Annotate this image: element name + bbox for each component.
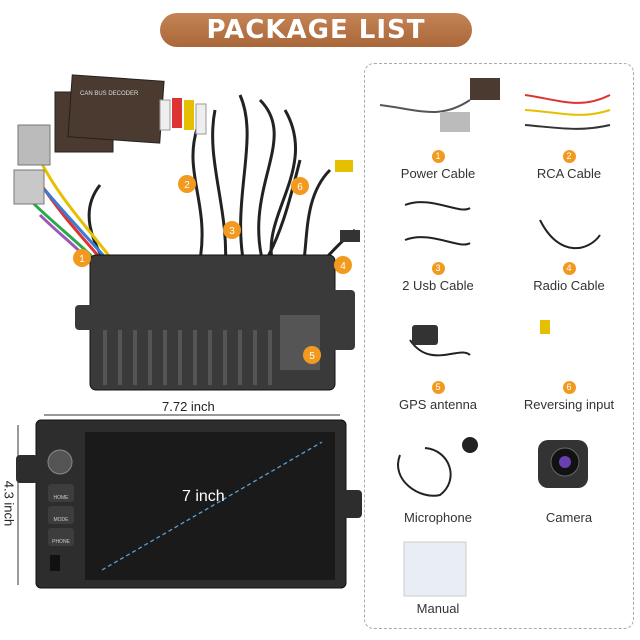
item-power-cable: 1 Power Cable: [373, 150, 503, 181]
screen-size-label: 7 inch: [182, 488, 225, 505]
item-microphone: Microphone: [373, 507, 503, 525]
callout-1: 1: [79, 254, 85, 265]
item-manual: Manual: [373, 598, 503, 616]
item-number: 1: [431, 150, 445, 163]
package-list-panel: [364, 63, 634, 629]
diagonal-dimension-line: [101, 441, 323, 571]
home-button-label: HOME: [54, 495, 70, 501]
item-camera: Camera: [504, 507, 634, 525]
mode-button-label: MODE: [54, 517, 70, 523]
item-label: RCA Cable: [536, 166, 602, 181]
item-number: 2: [562, 150, 576, 163]
callout-4: 4: [340, 261, 346, 272]
item-label: GPS antenna: [398, 397, 478, 412]
item-label: Radio Cable: [533, 278, 605, 293]
package-list-banner: PACKAGE LIST: [160, 13, 472, 47]
callout-5: 5: [309, 351, 315, 362]
item-label: Reversing input: [523, 397, 615, 412]
item-radio-cable: 4 Radio Cable: [504, 262, 634, 293]
rca-plugs: [159, 98, 360, 242]
phone-button-label: PHONE: [52, 539, 70, 545]
callout-6: 6: [297, 182, 303, 193]
height-dimension-label: 4.3 inch: [1, 480, 17, 527]
width-dimension-label: 7.72 inch: [162, 399, 215, 414]
item-label: Manual: [416, 601, 460, 616]
item-number: 5: [431, 381, 445, 394]
item-pictures: [379, 78, 611, 597]
callout-3: 3: [229, 226, 235, 237]
item-rca-cable: 2 RCA Cable: [504, 150, 634, 181]
item-label: Power Cable: [400, 166, 476, 181]
item-gps-antenna: 5 GPS antenna: [373, 381, 503, 412]
item-label: 2 Usb Cable: [402, 278, 474, 293]
can-box-text: CAN BUS DECODER: [80, 91, 139, 97]
item-number: 4: [562, 262, 576, 275]
item-number: 3: [431, 262, 445, 275]
item-usb-cable: 3 2 Usb Cable: [373, 262, 503, 293]
callout-2: 2: [184, 180, 190, 191]
item-reversing-input: 6 Reversing input: [504, 381, 634, 412]
item-label: Microphone: [404, 510, 472, 525]
item-number: 6: [562, 381, 576, 394]
item-label: Camera: [545, 510, 593, 525]
